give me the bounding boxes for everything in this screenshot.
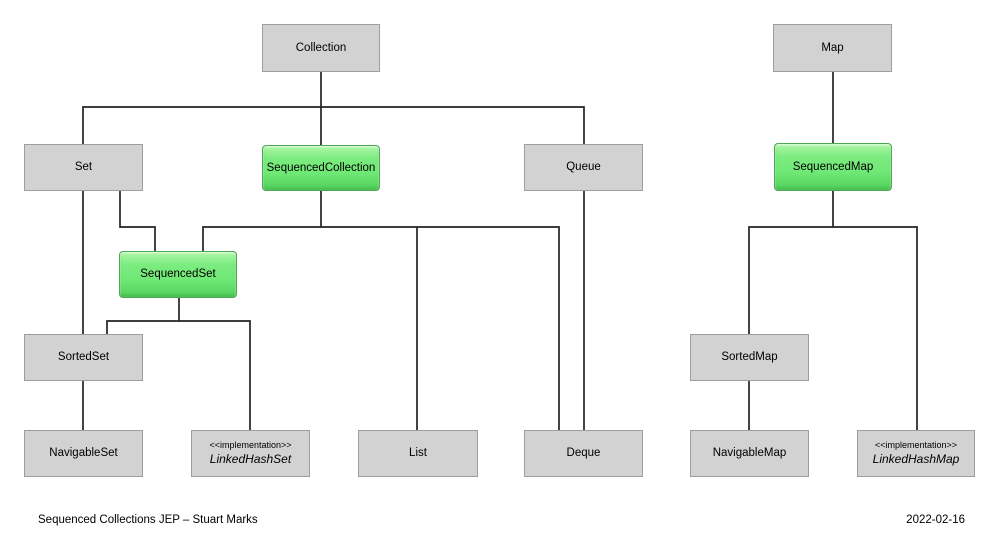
edge-set-to-sequencedset (119, 191, 156, 251)
node-label: SortedMap (721, 351, 778, 364)
edge-bus-sequencedmap-sortedmap-linkedhashmap (748, 226, 918, 430)
node-label: Set (74, 161, 93, 174)
node-label: List (409, 447, 427, 460)
node-label: SequencedMap (792, 160, 874, 173)
node-deque: Deque (524, 430, 643, 477)
node-label: Deque (566, 447, 601, 460)
node-linked-hash-map: <<implementation>>LinkedHashMap (857, 430, 975, 477)
node-label: Collection (295, 41, 347, 54)
node-map: Map (773, 24, 892, 72)
node-label: SortedSet (57, 351, 110, 364)
node-queue: Queue (524, 144, 643, 191)
footer-title: Sequenced Collections JEP – Stuart Marks (38, 514, 258, 526)
node-set: Set (24, 144, 143, 191)
stereotype-label: <<implementation>> (874, 440, 958, 451)
footer-date: 2022-02-16 (906, 514, 965, 526)
edge-bus-collection-to-set-and-queue (82, 106, 585, 144)
node-linked-hash-set: <<implementation>>LinkedHashSet (191, 430, 310, 477)
node-list: List (358, 430, 478, 477)
node-label: Map (821, 41, 844, 54)
node-navigable-map: NavigableMap (690, 430, 809, 477)
node-label: NavigableMap (712, 447, 787, 460)
node-label: SequencedCollection (266, 161, 376, 174)
node-label: LinkedHashSet (209, 451, 292, 466)
node-label: NavigableSet (49, 447, 118, 460)
node-navigable-set: NavigableSet (24, 430, 143, 477)
node-sorted-set: SortedSet (24, 334, 143, 381)
node-label: Queue (566, 161, 601, 174)
node-sequenced-set: SequencedSet (119, 251, 237, 298)
node-label: LinkedHashMap (872, 451, 960, 466)
stereotype-label: <<implementation>> (209, 440, 292, 451)
node-sequenced-map: SequencedMap (774, 143, 892, 191)
node-label: SequencedSet (140, 268, 216, 281)
node-sequenced-collection: SequencedCollection (262, 145, 380, 191)
node-collection: Collection (262, 24, 380, 72)
edge-bus-sequencedcollection-sequencedset-deque (202, 226, 560, 430)
node-sorted-map: SortedMap (690, 334, 809, 381)
